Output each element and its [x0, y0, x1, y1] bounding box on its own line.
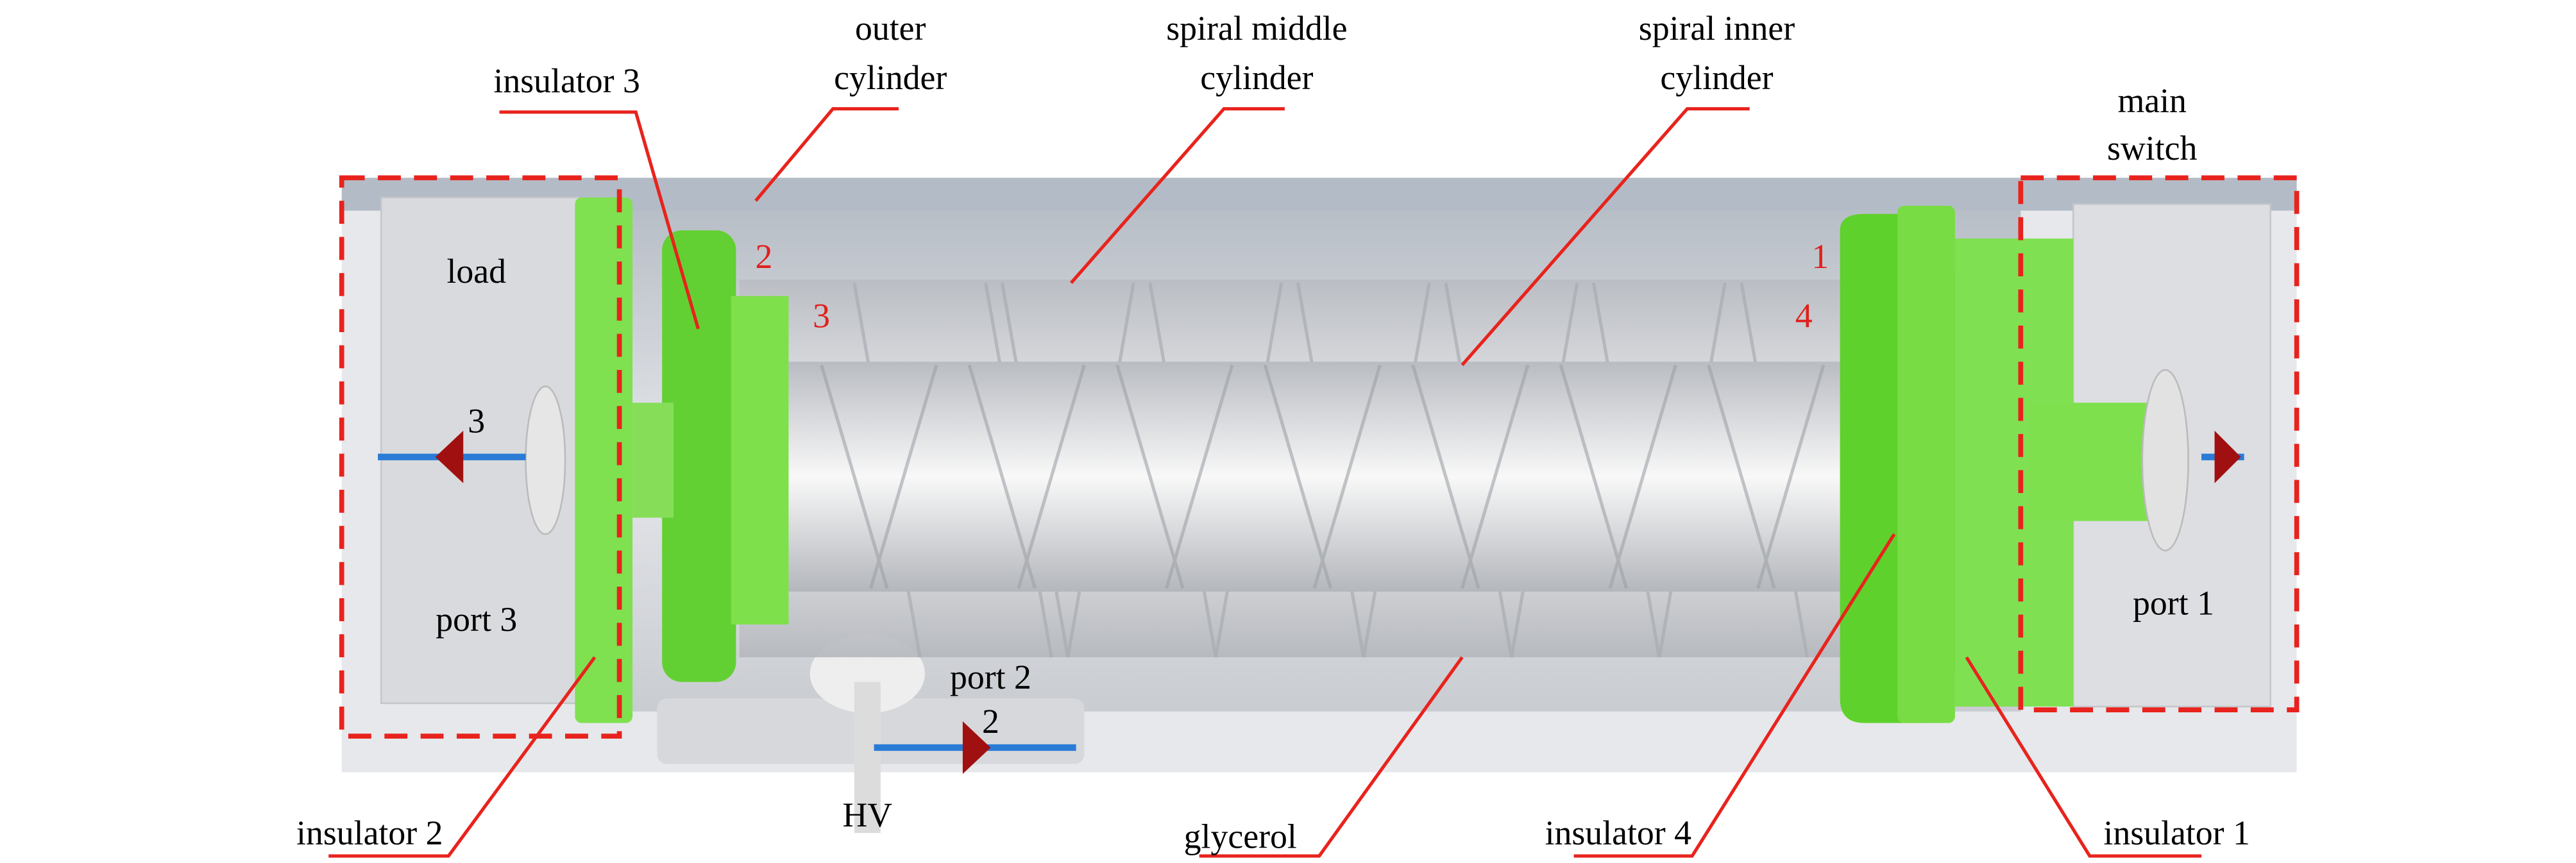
marker-2: 2 [756, 237, 773, 276]
label-spiral-inner-2: cylinder [1660, 58, 1773, 97]
leader-lines [328, 107, 2202, 858]
label-insulator-1: insulator 1 [2103, 814, 2250, 852]
label-glycerol: glycerol [1184, 817, 1297, 855]
label-spiral-inner-1: spiral inner [1639, 9, 1795, 47]
marker-3: 3 [813, 296, 830, 335]
port3-connector [525, 385, 566, 535]
port-3-number: 3 [468, 401, 485, 440]
label-outer-cylinder-1: outer [855, 9, 926, 47]
spiral-inner-cylinder [788, 362, 1840, 592]
label-port-2: port 2 [950, 658, 1031, 696]
label-spiral-middle-1: spiral middle [1166, 9, 1347, 47]
load-dashed-box [339, 175, 622, 739]
label-load: load [446, 252, 506, 290]
label-insulator-4: insulator 4 [1545, 814, 1692, 852]
marker-4: 4 [1795, 296, 1813, 335]
insulator-1-shape [1897, 205, 2189, 723]
port-2-line [874, 721, 1076, 775]
label-port-3: port 3 [436, 600, 517, 639]
label-insulator-3: insulator 3 [493, 62, 640, 100]
marker-1: 1 [1811, 237, 1829, 276]
insulator-2-shape [575, 197, 633, 723]
label-main-switch-1: main [2117, 81, 2187, 120]
label-main-switch-2: switch [2107, 129, 2197, 167]
port-3-line [378, 430, 526, 483]
label-outer-cylinder-2: cylinder [834, 58, 947, 97]
port-1-line [2201, 430, 2244, 483]
insulator-3-shape [632, 230, 789, 682]
label-insulator-2: insulator 2 [296, 814, 443, 852]
label-hv: HV [842, 796, 892, 834]
label-port-1: port 1 [2133, 584, 2214, 623]
port-2-number: 2 [982, 702, 999, 741]
label-spiral-middle-2: cylinder [1200, 58, 1313, 97]
main-switch-dashed-box [2018, 175, 2300, 712]
